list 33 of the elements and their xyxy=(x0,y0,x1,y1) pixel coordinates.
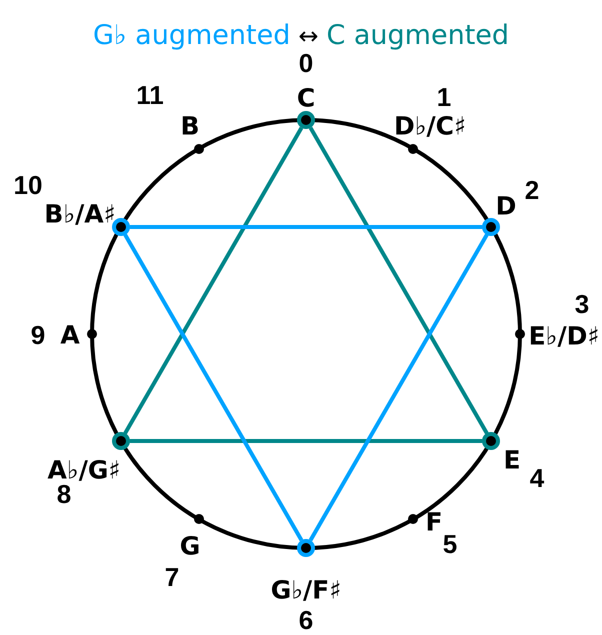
note-name: B♭/A♯ xyxy=(44,202,116,226)
note-name: G xyxy=(180,533,200,558)
note-name: D xyxy=(496,194,516,218)
pitch-class-number: 8 xyxy=(56,481,72,507)
note-name: E♭/D♯ xyxy=(528,324,600,348)
pitch-class-number: 11 xyxy=(136,82,164,108)
pitch-class-number: 5 xyxy=(442,530,458,557)
connector-line xyxy=(130,225,482,229)
pitch-class-number: 9 xyxy=(30,322,46,348)
pitch-class-number: 2 xyxy=(524,177,540,203)
note-name: E xyxy=(503,448,521,472)
pitch-class-number: 4 xyxy=(530,465,544,491)
note-name: A xyxy=(60,322,80,348)
connector-line xyxy=(130,439,482,443)
connector-line xyxy=(123,234,304,542)
connector-line xyxy=(123,126,304,434)
connector-line xyxy=(308,126,489,434)
note-name: D♭/C♯ xyxy=(394,114,466,138)
note-name: F xyxy=(425,509,443,534)
note-name: B xyxy=(180,114,200,138)
pitch-class-number: 10 xyxy=(14,172,42,198)
connector-line xyxy=(308,234,489,542)
legend-text: C augmented xyxy=(326,22,510,49)
note-name: C xyxy=(296,86,316,110)
pitch-class-number: 7 xyxy=(164,564,180,590)
pitch-class-number: 3 xyxy=(574,291,590,317)
note-name: G♭/F♯ xyxy=(270,578,342,602)
pitch-class-number: 6 xyxy=(298,607,314,633)
pitch-class-number: 1 xyxy=(436,84,452,110)
double-arrow-symbol: ↔ xyxy=(298,24,318,48)
legend-text: G♭ augmented xyxy=(92,22,290,49)
pitch-class-number: 0 xyxy=(298,50,314,76)
note-name: A♭/G♯ xyxy=(48,458,120,482)
